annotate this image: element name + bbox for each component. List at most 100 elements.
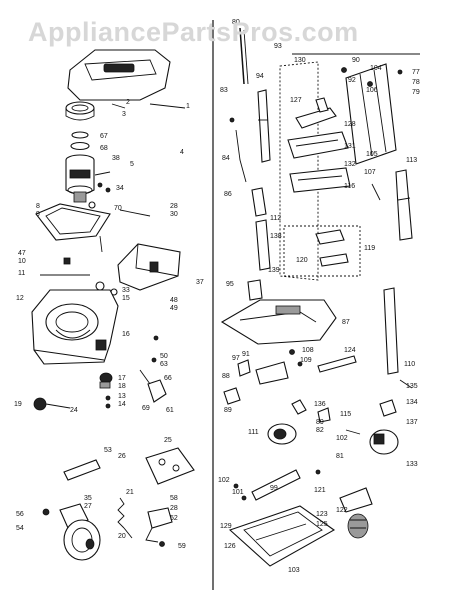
part-bracket-88 [223,387,241,405]
part-screw-59 [159,541,165,547]
label-119: 119 [364,245,375,252]
label-89b: 89 [316,419,324,426]
part-wand-110 [383,287,399,375]
label-134: 134 [406,399,418,406]
label-28: 28 [170,203,178,210]
label-131: 131 [344,143,356,150]
label-1: 1 [186,103,190,110]
part-filter-ring [65,101,95,121]
label-10: 10 [18,258,26,265]
label-33: 33 [122,287,130,294]
part-cord-clamp [99,372,113,389]
label-67: 67 [100,133,108,140]
label-107: 107 [364,169,376,176]
part-rear-wheel [59,503,101,561]
label-70: 70 [114,205,122,212]
label-87: 87 [342,319,350,326]
label-102b: 102 [218,477,230,484]
part-wheel [33,397,71,411]
label-138: 138 [270,233,282,240]
part-spring [117,497,133,539]
label-19: 19 [14,401,22,408]
label-124: 124 [344,347,356,354]
label-95: 95 [226,281,234,288]
part-cylinder-133 [369,429,399,455]
label-48: 48 [170,297,178,304]
label-68: 68 [100,145,108,152]
part-lever-53 [63,459,101,481]
label-66: 66 [164,375,172,382]
label-135: 135 [406,383,418,390]
label-59: 59 [178,543,186,550]
label-56: 56 [16,511,24,518]
part-wand-94 [257,89,271,163]
part-wand-112 [251,187,267,217]
part-gasket [35,203,111,241]
label-27: 27 [84,503,92,510]
label-99: 99 [270,485,278,492]
part-switch-box [117,243,181,291]
label-113: 113 [406,157,417,164]
label-24: 24 [70,407,78,414]
label-63: 63 [160,361,168,368]
label-38: 38 [112,155,120,162]
label-80: 80 [232,19,240,26]
label-49: 49 [170,305,178,312]
part-hose-handle-113 [395,169,413,241]
part-hose-connector [229,117,247,183]
part-tubes-105 [345,63,397,165]
label-132: 132 [344,161,356,168]
label-88: 88 [222,373,230,380]
part-tool-116 [289,167,351,193]
label-47: 47 [18,250,26,257]
label-121: 121 [314,487,326,494]
part-nut-15 [95,281,105,291]
label-11: 11 [18,270,25,277]
part-screw-47 [63,257,71,265]
part-bracket-58 [145,507,173,543]
part-clip-134 [379,399,397,417]
label-112: 112 [270,215,281,222]
label-9: 9 [36,211,40,218]
label-15: 15 [122,295,130,302]
label-90: 90 [352,57,360,64]
label-77: 77 [412,69,420,76]
part-bracket-97 [237,359,289,385]
label-16: 16 [122,331,130,338]
label-26: 26 [118,453,126,460]
part-washer-67 [71,131,89,139]
label-34: 34 [116,185,124,192]
label-58: 58 [170,495,178,502]
label-129: 129 [220,523,232,530]
label-69: 69 [142,405,150,412]
label-106: 106 [366,87,378,94]
part-clip-107 [371,183,381,201]
part-canister-87 [220,299,337,345]
label-79: 79 [412,89,420,96]
label-104: 104 [370,65,382,72]
part-wand-80 [239,27,249,85]
label-91: 91 [242,351,250,358]
part-upholstery-tool [283,225,361,277]
label-84: 84 [222,155,230,162]
label-105: 105 [366,151,378,158]
part-wand-138 [255,219,271,271]
part-bracket-66 [139,369,167,403]
label-2: 2 [126,99,130,106]
label-12: 12 [16,295,24,302]
label-128: 128 [344,121,356,128]
label-103: 103 [288,567,300,574]
label-137: 137 [406,419,418,426]
label-102: 102 [336,435,348,442]
part-accessory-box [279,53,420,281]
label-111: 111 [248,429,259,436]
part-washer-68 [70,141,90,151]
label-123: 123 [316,511,328,518]
label-127: 127 [290,97,302,104]
label-52: 52 [170,515,178,522]
label-30: 30 [170,211,178,218]
label-14: 14 [118,401,126,408]
part-clip-136 [291,399,307,415]
part-clip-70 [88,201,96,209]
